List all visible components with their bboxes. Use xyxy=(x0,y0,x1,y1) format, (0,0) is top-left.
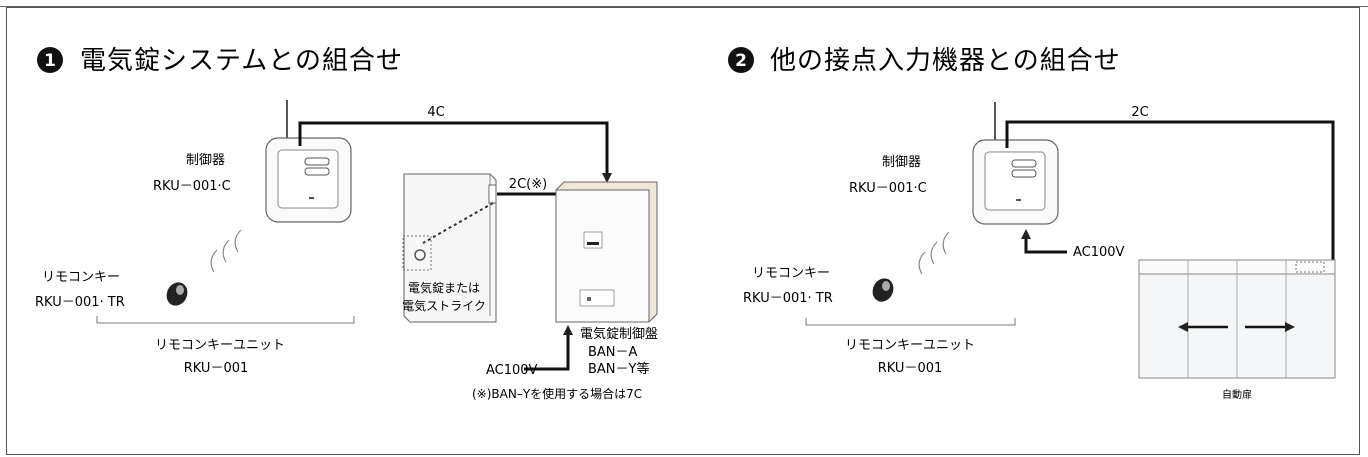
section2-door-label: 自動扉 xyxy=(1222,388,1252,401)
section1-panel-model-2: BAN－Y等 xyxy=(588,361,649,377)
section1-internal-wire xyxy=(422,202,494,244)
section1-number: 1 xyxy=(44,51,56,71)
section1-unit-name: リモコンキーユニット xyxy=(155,338,285,353)
section2-remote-name: リモコンキー xyxy=(752,266,830,281)
section1-panel-name: 電気錠制御盤 xyxy=(580,326,658,342)
section1-remote-model: RKU－001· TR xyxy=(35,295,125,310)
section2-power-line xyxy=(1021,229,1067,254)
section2-unit-model: RKU－001 xyxy=(878,361,943,376)
section1-wire-4c-label: 4C xyxy=(427,105,444,120)
section2-remote-model: RKU－001· TR xyxy=(743,291,833,306)
section1-note: (※)BAN–Yを使用する場合は7C xyxy=(472,386,642,401)
section1-controller-name: 制御器 xyxy=(186,153,225,168)
top-rule xyxy=(0,0,1368,7)
section1-remote-name: リモコンキー xyxy=(42,270,120,285)
section2-signal-waves xyxy=(918,231,950,275)
section1-title: 電気錠システムとの組合せ xyxy=(80,46,403,76)
section1-controller-model: RKU－001·C xyxy=(153,179,231,194)
section2-number-badge xyxy=(728,47,754,73)
section1-controller-device xyxy=(265,100,352,223)
section1-heading: 1 電気錠システムとの組合せ xyxy=(37,46,403,76)
section1-door xyxy=(402,173,497,323)
section1-signal-waves xyxy=(210,229,242,273)
section1-remote-key xyxy=(166,282,188,306)
section2-title: 他の接点入力機器との組合せ xyxy=(770,46,1121,76)
section1-lock-label-2: 電気ストライク xyxy=(402,298,486,313)
section1-unit-bracket xyxy=(96,316,355,324)
door-sensor xyxy=(1295,261,1325,273)
section1-wire-2c-label: 2C(※) xyxy=(509,177,547,192)
section2-wire-2c-label: 2C xyxy=(1131,105,1148,120)
section1-number-badge xyxy=(37,47,63,73)
section2-unit-bracket xyxy=(805,318,1016,326)
section2-controller-name: 制御器 xyxy=(882,155,921,170)
section2-unit-name: リモコンキーユニット xyxy=(845,338,975,353)
section1-lock-label-1: 電気錠または xyxy=(408,280,480,295)
section2-power-label: AC100V xyxy=(1073,245,1125,260)
section1-unit-model: RKU－001 xyxy=(184,361,249,376)
section2-heading: 2 他の接点入力機器との組合せ xyxy=(728,46,1121,76)
section2-number: 2 xyxy=(735,51,747,71)
section1-control-panel xyxy=(555,181,658,323)
section2-remote-key xyxy=(872,278,894,302)
section1-power-line xyxy=(524,325,573,371)
section1-panel-model-1: BAN－A xyxy=(588,345,638,360)
section2-controller-model: RKU－001·C xyxy=(849,181,927,196)
diagram-frame xyxy=(6,7,1360,455)
section2-controller-device xyxy=(972,102,1059,225)
section2-automatic-door xyxy=(1138,259,1336,379)
section1-wire-4c xyxy=(298,121,612,183)
section1-power-label: AC100V xyxy=(486,363,538,378)
